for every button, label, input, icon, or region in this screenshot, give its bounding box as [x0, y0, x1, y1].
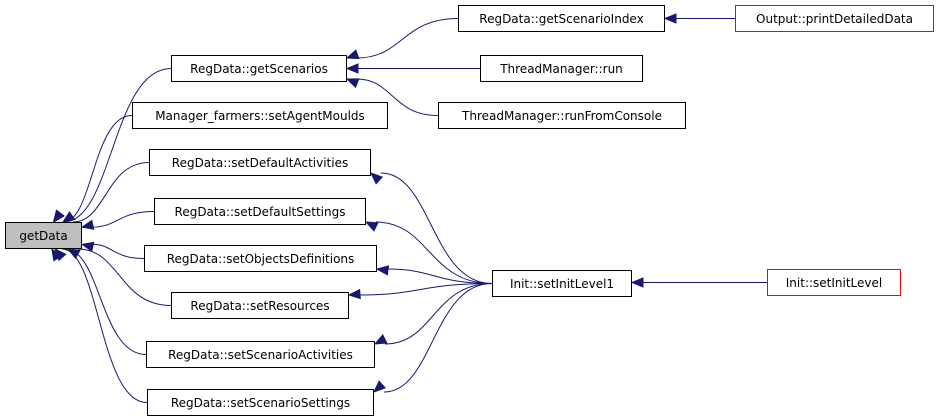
edge-setInitLevel1-to-setScenarioSettings	[373, 283, 493, 393]
node-regdata-setresources[interactable]: RegData::setResources	[171, 292, 349, 319]
arrowhead	[375, 265, 390, 276]
edge-setInitLevel1-to-setScenarioActivities	[373, 283, 493, 345]
edge-threadRun-to-getScenarios	[345, 63, 481, 74]
arrowhead	[663, 13, 677, 24]
edge-setInitLevel-to-setInitLevel1	[630, 277, 768, 288]
node-threadmanager-run[interactable]: ThreadManager::run	[480, 55, 643, 82]
arrowhead	[364, 221, 379, 232]
arrowhead	[373, 334, 388, 345]
edge-setDefaultSettings-to-getData	[80, 211, 155, 230]
edge-setScenarioActivities-to-getData	[54, 247, 147, 355]
node-regdata-setscenarioactivities[interactable]: RegData::setScenarioActivities	[146, 341, 375, 368]
arrowhead	[61, 211, 76, 223]
node-regdata-setobjectsdefinitions[interactable]: RegData::setObjectsDefinitions	[144, 245, 377, 272]
arrowhead	[345, 78, 360, 89]
arrowhead	[345, 49, 360, 60]
node-getdata: getData	[5, 222, 82, 249]
node-output-printdetaileddata[interactable]: Output::printDetailedData	[735, 5, 934, 32]
edge-printDetailedData-to-getScenarioIndex	[663, 13, 735, 24]
node-threadmanager-runfromconsole[interactable]: ThreadManager::runFromConsole	[438, 102, 686, 129]
edge-setInitLevel1-to-setDefaultSettings	[364, 221, 493, 284]
edge-setInitLevel1-to-setObjectsDefinitions	[375, 265, 493, 284]
node-regdata-getscenarios[interactable]: RegData::getScenarios	[171, 55, 347, 82]
arrowhead	[373, 380, 387, 393]
arrowhead	[52, 209, 65, 224]
node-regdata-setdefaultsettings[interactable]: RegData::setDefaultSettings	[154, 198, 366, 225]
arrowhead	[370, 172, 384, 185]
node-regdata-setdefaultactivities[interactable]: RegData::setDefaultActivities	[149, 149, 371, 176]
edge-getScenarioIndex-to-getScenarios	[345, 18, 459, 60]
edge-runFromConsole-to-getScenarios	[345, 78, 439, 116]
node-init-setinitlevel1[interactable]: Init::setInitLevel1	[492, 270, 632, 297]
node-manager-farmers-setagentmoulds[interactable]: Manager_farmers::setAgentMoulds	[132, 102, 388, 129]
arrowhead	[80, 241, 95, 252]
arrowhead	[630, 277, 644, 288]
arrowhead	[80, 219, 95, 230]
arrowhead	[66, 248, 81, 260]
arrowhead	[345, 63, 359, 74]
edge-setAgentMoulds-to-getData	[52, 115, 133, 224]
edge-setInitLevel1-to-setDefaultActivities	[370, 172, 493, 284]
edge-setObjectsDefinitions-to-getData	[80, 241, 145, 259]
node-regdata-getscenarioindex[interactable]: RegData::getScenarioIndex	[458, 5, 665, 32]
edge-setDefaultActivities-to-getData	[61, 162, 150, 223]
arrowhead	[347, 288, 361, 300]
edge-setScenarioSettings-to-getData	[51, 247, 148, 403]
arrowhead	[51, 247, 63, 262]
node-regdata-setscenariosettings[interactable]: RegData::setScenarioSettings	[147, 389, 374, 416]
edge-setInitLevel1-to-setResources	[347, 283, 493, 300]
node-init-setinitlevel[interactable]: Init::setInitLevel	[767, 269, 901, 296]
